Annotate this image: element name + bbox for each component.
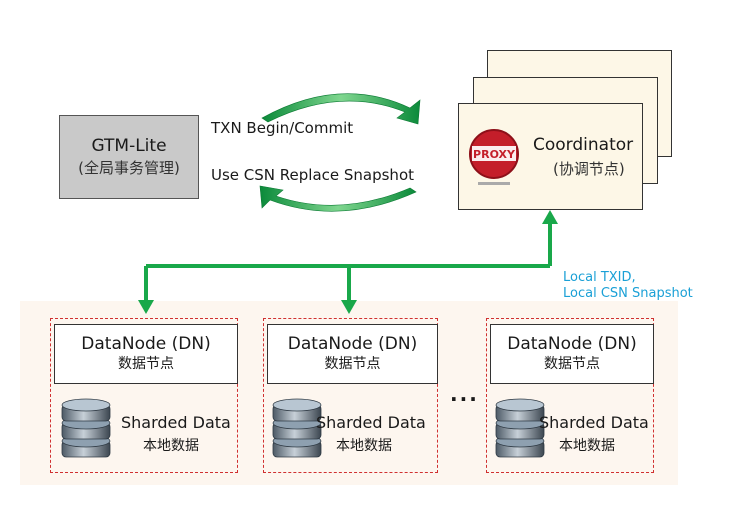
local-csn-line: Local CSN Snapshot bbox=[563, 286, 693, 301]
sharded-data-label: Sharded Data bbox=[316, 413, 426, 432]
local-data-label: 本地数据 bbox=[559, 438, 615, 454]
txn-begin-commit-label: TXN Begin/Commit bbox=[211, 119, 354, 137]
bottom-arc-arrow bbox=[259, 185, 417, 212]
datanode-subtitle: 数据节点 bbox=[118, 356, 174, 372]
database-icon bbox=[61, 398, 111, 458]
datanode-title: DataNode (DN) bbox=[81, 334, 211, 354]
datanode-header: DataNode (DN) 数据节点 bbox=[267, 324, 438, 384]
gtm-lite-box: GTM-Lite (全局事务管理) bbox=[59, 115, 199, 199]
datanode-header: DataNode (DN) 数据节点 bbox=[490, 324, 654, 384]
coordinator-subtitle: (协调节点) bbox=[553, 160, 625, 178]
coordinator-card: PROXY Coordinator (协调节点) bbox=[458, 103, 643, 210]
local-txid-note: Local TXID, Local CSN Snapshot bbox=[563, 270, 693, 302]
datanode-header: DataNode (DN) 数据节点 bbox=[54, 324, 238, 384]
datanode-subtitle: 数据节点 bbox=[544, 356, 600, 372]
datanode-title: DataNode (DN) bbox=[507, 334, 637, 354]
sharded-data-label: Sharded Data bbox=[121, 413, 231, 432]
local-txid-line: Local TXID, bbox=[563, 270, 636, 285]
sharded-data-label: Sharded Data bbox=[539, 413, 649, 432]
top-arc-arrow bbox=[261, 93, 421, 125]
gtm-title: GTM-Lite bbox=[91, 136, 167, 156]
arrowhead-dn2 bbox=[341, 300, 357, 314]
coordinator-title: Coordinator bbox=[533, 135, 634, 155]
database-icon bbox=[272, 398, 322, 458]
datanode-2: DataNode (DN) 数据节点 Sharded Data 本地数据 bbox=[263, 318, 438, 473]
arrowhead-coordinator bbox=[542, 210, 558, 224]
more-nodes-ellipsis: ... bbox=[450, 382, 479, 406]
proxy-logo: PROXY bbox=[468, 124, 520, 188]
local-data-label: 本地数据 bbox=[336, 438, 392, 454]
datanode-title: DataNode (DN) bbox=[287, 334, 418, 354]
datanode-1: DataNode (DN) 数据节点 Sharded Data 本地数据 bbox=[50, 318, 238, 473]
local-data-label: 本地数据 bbox=[143, 438, 199, 454]
datanode-3: DataNode (DN) 数据节点 Sharded Data 本地数据 bbox=[486, 318, 654, 473]
arrowhead-dn1 bbox=[138, 300, 154, 314]
database-icon bbox=[495, 398, 545, 458]
gtm-subtitle: (全局事务管理) bbox=[78, 159, 180, 177]
proxy-logo-text: PROXY bbox=[473, 148, 516, 161]
datanode-subtitle: 数据节点 bbox=[324, 356, 381, 372]
csn-snapshot-label: Use CSN Replace Snapshot bbox=[211, 166, 414, 184]
